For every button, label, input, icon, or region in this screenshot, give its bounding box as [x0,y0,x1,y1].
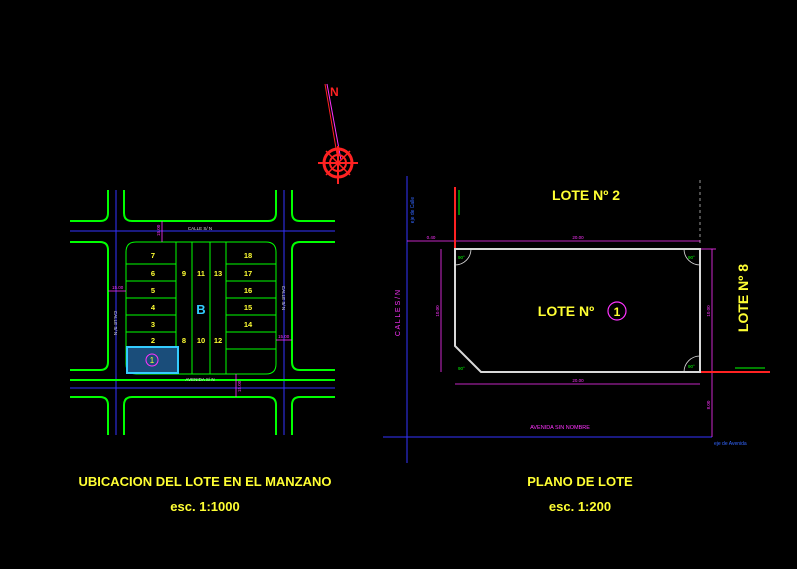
avenida-label: AVENIDA SIN NOMBRE [530,425,590,431]
corner-angle-label: 90° [458,366,465,371]
dim-offset-left: 0.40 [427,235,436,240]
lote-8-label: LOTE Nº 8 [735,264,751,332]
highlight-lot-number: 1 [150,356,155,365]
dim-offset-bottom: 8.00 [706,400,711,409]
dim-bottom: 20.00 [572,378,584,383]
street-label-right: CALLE S/ N [281,286,286,310]
eje-avenida-label: eje de Avenida [714,441,747,447]
lote-main-label: LOTE Nº [538,303,594,319]
manzana-plan: 1 7 6 5 4 3 2 9 11 13 8 10 12 18 17 16 1… [70,190,335,435]
dimension-label: 15.00 [156,224,161,236]
marker-ticks [458,190,765,369]
lot-number: 13 [214,269,222,278]
corner-angle-label: 90° [688,255,695,260]
lot-number: 10 [197,336,205,345]
lot-number: 17 [244,269,252,278]
lote-main-number: 1 [614,305,621,319]
lot-number: 12 [214,336,222,345]
lot-number: 9 [182,269,186,278]
street-label-top: CALLE S/ N [188,226,212,231]
highlighted-lot [126,346,179,374]
street-label-left: CALLE S/ N [113,311,118,335]
lot-number: 7 [151,251,155,260]
plano-de-lote: 90° 90° 90° 90° 20.00 20.00 0.40 10.00 1… [383,176,770,463]
lot-number: 3 [151,320,155,329]
lot-number: 15 [244,303,252,312]
right-title: PLANO DE LOTE [527,474,633,489]
lote-number-circle [607,301,627,321]
right-scale: esc. 1:200 [548,499,612,514]
street-label-avenida: AVENIDA S/ N [185,377,214,382]
corner-arcs [454,248,701,373]
north-arrow-icon [318,83,358,184]
plano-axes [383,176,712,463]
frontage-markers [454,187,770,373]
corner-angle-label: 90° [458,255,465,260]
plano-dimension-lines [407,240,716,437]
lot-number: 18 [244,251,252,260]
lot-number: 6 [151,269,155,278]
left-scale: esc. 1:1000 [170,499,240,514]
block-letter: B [196,302,205,317]
highlight-lot-marker [145,353,159,367]
north-label: N [330,85,339,99]
dimension-label: 15.00 [112,285,124,290]
dim-right: 10.00 [706,305,711,317]
calle-vertical-label: C A L L E S / N [395,290,402,336]
dim-top: 20.00 [572,235,584,240]
corner-angle-label: 90° [688,364,695,369]
lot-number: 4 [151,303,156,312]
eje-calle-label: eje de Calle [410,197,416,224]
block-lots [125,241,277,375]
lot-number: 16 [244,286,252,295]
lot-outline [454,248,701,373]
dimension-label: 15.00 [237,380,242,392]
lot-number: 8 [182,336,186,345]
lot-number: 2 [151,336,155,345]
dimension-ticks [108,221,292,397]
lot-number: 5 [151,286,155,295]
street-edges [70,190,335,435]
lote-2-label: LOTE Nº 2 [552,187,620,203]
dimension-label: 15.00 [278,334,290,339]
lot-number: 14 [244,320,253,329]
dim-left: 10.00 [435,305,440,317]
lot-number: 11 [197,269,205,278]
street-axes [70,190,335,435]
left-title: UBICACION DEL LOTE EN EL MANZANO [78,474,332,489]
